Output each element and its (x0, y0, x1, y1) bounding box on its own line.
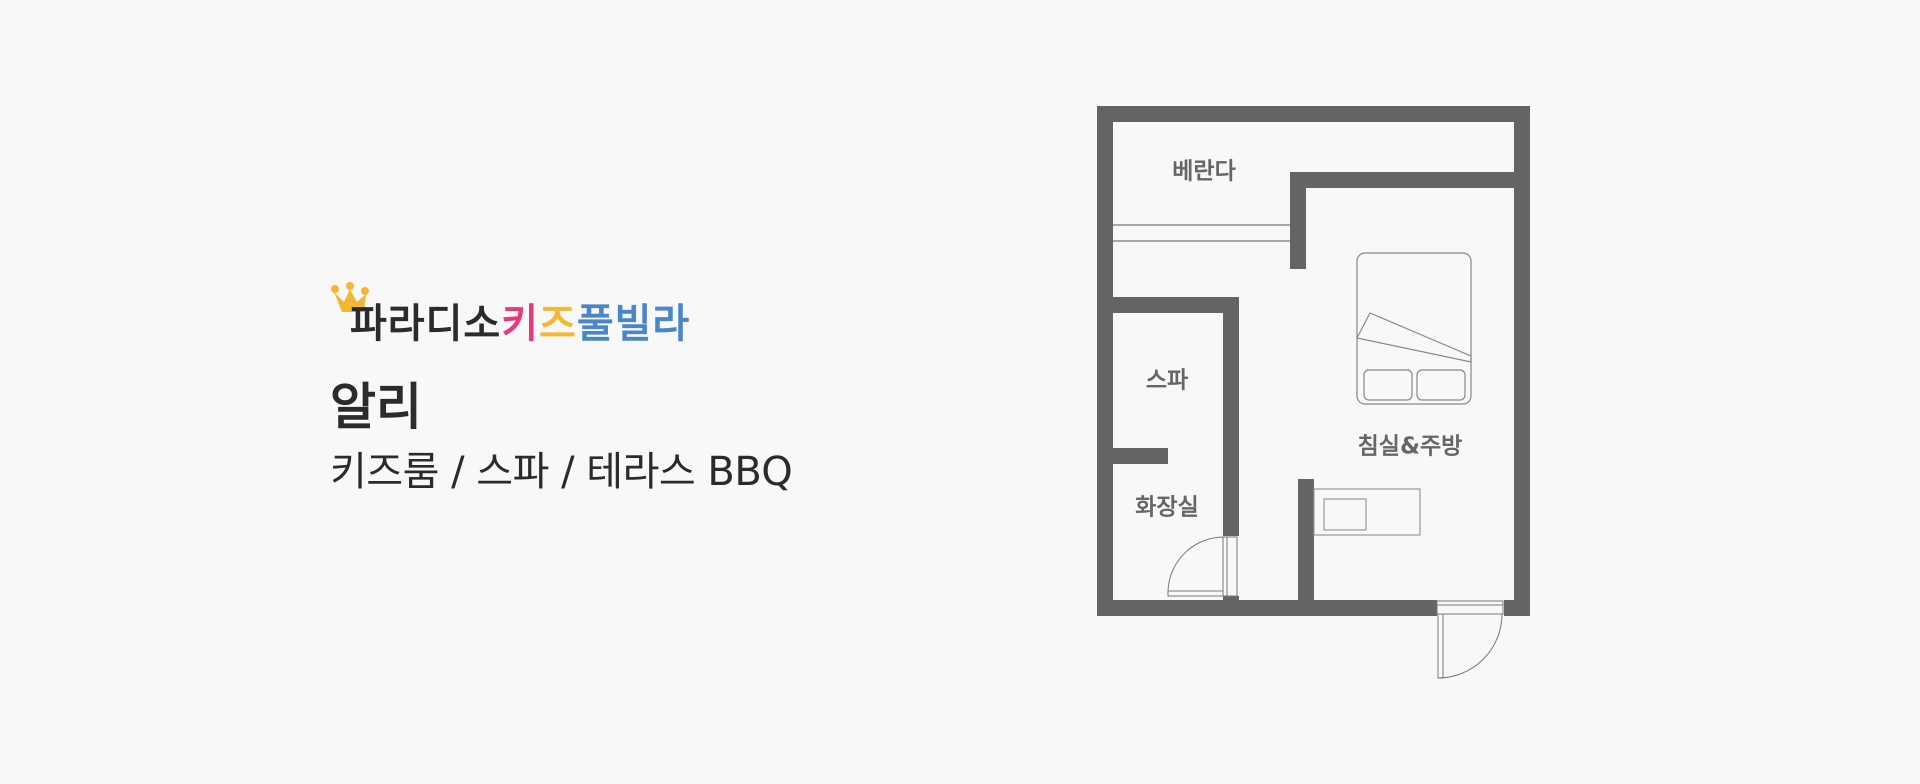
balcony-railing (1113, 224, 1290, 242)
crown-icon (331, 282, 369, 312)
room-label-bathroom: 화장실 (1135, 494, 1199, 521)
logo-part-poolvilla: 풀빌라 (576, 301, 691, 347)
entrance-door-icon (1436, 600, 1504, 679)
logo-part-paradiso: 파라디소 (350, 301, 502, 347)
kitchen-counter-icon (1313, 488, 1421, 536)
room-name: 알리 (330, 378, 422, 436)
room-label-spa: 스파 (1145, 367, 1189, 394)
walls (1097, 106, 1530, 616)
logo-part-jeu: 즈 (539, 301, 577, 347)
room-features: 키즈룸 / 스파 / 테라스 BBQ (330, 449, 793, 495)
bathroom-door-icon (1167, 536, 1238, 597)
bed-icon (1356, 252, 1472, 405)
logo-part-ki: 키 (501, 301, 540, 347)
brand-logo-text: 파라디소키즈풀빌라 (350, 304, 690, 344)
room-label-bedroom-kitchen: 침실&주방 (1357, 433, 1463, 460)
room-label-balcony: 베란다 (1172, 158, 1236, 185)
